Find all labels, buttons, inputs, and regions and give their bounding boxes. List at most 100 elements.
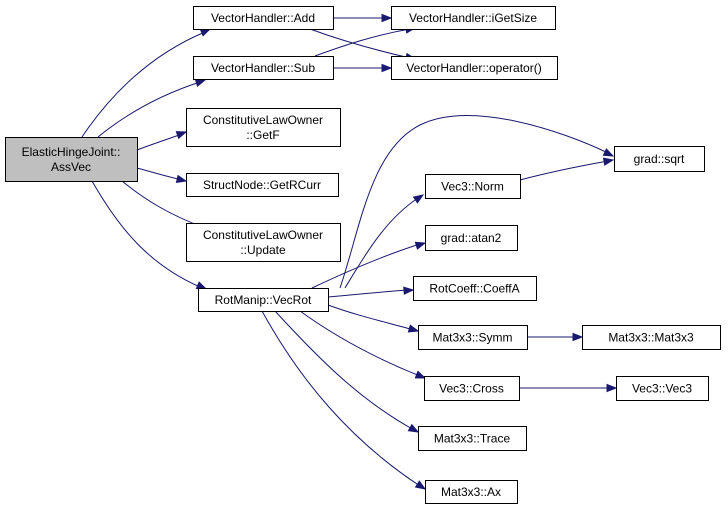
arrowhead-icon: [194, 78, 207, 87]
edge-line: [519, 160, 609, 181]
node-label: RotCoeff::CoeffA: [429, 282, 519, 296]
edge-root-to-sn-getrcurr: [136, 167, 188, 183]
edge-vh-add-to-vh-igetsize: [333, 13, 393, 23]
node-box: [425, 480, 518, 504]
arrowhead-icon: [602, 157, 615, 166]
node-label: RotManip::VecRot: [215, 293, 312, 307]
edge-vh-sub-to-vh-igetsize: [314, 25, 417, 57]
edge-rm-vecrot-to-m33-ax: [261, 310, 427, 490]
node-label: Vec3::Norm: [441, 180, 504, 194]
node-label: VectorHandler::Add: [211, 11, 315, 25]
node-label: Mat3x3::Mat3x3: [608, 331, 694, 345]
edge-root-to-clo-getf: [136, 131, 188, 151]
arrowhead-icon: [414, 480, 427, 490]
node-clo-update[interactable]: ConstitutiveLawOwner::Update: [186, 223, 341, 262]
node-vec3-norm[interactable]: Vec3::Norm: [425, 174, 521, 199]
node-box: [193, 6, 334, 30]
node-label: grad::sqrt: [634, 152, 685, 166]
node-vec3-vec3[interactable]: Vec3::Vec3: [616, 376, 709, 401]
node-box: [582, 325, 721, 350]
edge-rm-vecrot-to-grad-sqrt: [339, 115, 615, 289]
edge-line: [97, 81, 201, 138]
node-rc-coeffa[interactable]: RotCoeff::CoeffA: [413, 276, 537, 301]
node-vh-operator[interactable]: VectorHandler::operator(): [391, 56, 558, 80]
node-label: ConstitutiveLawOwner: [203, 228, 323, 242]
edge-rm-vecrot-to-m33-symm: [327, 304, 420, 333]
arrowhead-icon: [602, 148, 615, 157]
node-rm-vecrot[interactable]: RotManip::VecRot: [198, 288, 329, 312]
node-grad-atan2[interactable]: grad::atan2: [425, 225, 518, 251]
node-vec3-cross[interactable]: Vec3::Cross: [424, 376, 520, 401]
arrowhead-icon: [195, 281, 208, 290]
node-label: VectorHandler::iGetSize: [409, 11, 537, 25]
arrowhead-icon: [407, 324, 420, 333]
edge-vh-add-to-vh-operator: [309, 28, 417, 62]
node-label: ::GetF: [246, 128, 279, 142]
arrowhead-icon: [414, 241, 427, 250]
node-label: ::Update: [240, 243, 286, 257]
node-box: [616, 376, 709, 401]
node-vh-sub[interactable]: VectorHandler::Sub: [193, 56, 334, 80]
node-box: [391, 6, 556, 30]
node-label: Mat3x3::Trace: [434, 432, 511, 446]
node-m33-symm[interactable]: Mat3x3::Symm: [418, 325, 528, 350]
edge-line: [309, 28, 411, 59]
node-box: [186, 223, 341, 262]
node-box: [5, 137, 138, 182]
edge-line: [344, 197, 419, 289]
edge-vec3-cross-to-vec3-vec3: [518, 383, 618, 393]
node-box: [424, 376, 520, 401]
edge-rm-vecrot-to-rc-coeffa: [327, 286, 415, 298]
arrowhead-icon: [403, 286, 415, 295]
edge-line: [91, 180, 201, 288]
node-label: StructNode::GetRCurr: [203, 178, 321, 192]
node-box: [425, 174, 521, 199]
edge-vh-sub-to-vh-operator: [333, 63, 393, 73]
node-vh-add[interactable]: VectorHandler::Add: [193, 6, 334, 30]
node-box: [425, 225, 518, 251]
edge-line: [299, 310, 421, 377]
edge-line: [314, 28, 411, 57]
arrowhead-icon: [412, 194, 425, 204]
edge-line: [274, 310, 415, 431]
arrowhead-icon: [175, 131, 188, 140]
edge-line: [327, 304, 415, 331]
node-m33-trace[interactable]: Mat3x3::Trace: [418, 426, 527, 451]
node-box: [198, 288, 329, 312]
edge-line: [339, 115, 609, 289]
edge-rm-vecrot-to-grad-atan2: [311, 241, 427, 289]
node-label: VectorHandler::operator(): [406, 61, 541, 75]
node-label: Mat3x3::Ax: [441, 485, 501, 499]
node-box: [614, 146, 705, 172]
node-label: AssVec: [51, 160, 91, 174]
node-label: Vec3::Vec3: [632, 382, 692, 396]
edge-line: [311, 243, 421, 289]
node-clo-getf[interactable]: ConstitutiveLawOwner::GetF: [186, 108, 341, 147]
edge-line: [261, 310, 421, 487]
node-label: Vec3::Cross: [439, 382, 504, 396]
node-root[interactable]: ElasticHingeJoint::AssVec: [5, 137, 138, 182]
edge-vec3-norm-to-grad-sqrt: [519, 157, 615, 181]
node-label: Mat3x3::Symm: [432, 331, 512, 345]
arrowhead-icon: [381, 63, 393, 73]
edge-m33-symm-to-m33-mat3x3: [526, 332, 584, 342]
edge-rm-vecrot-to-m33-trace: [274, 310, 420, 433]
node-label: ConstitutiveLawOwner: [203, 113, 323, 127]
node-sn-getrcurr[interactable]: StructNode::GetRCurr: [186, 173, 339, 197]
node-label: grad::atan2: [441, 231, 502, 245]
node-box: [418, 426, 527, 451]
node-box: [193, 56, 334, 80]
node-box: [186, 108, 341, 147]
arrowhead-icon: [414, 370, 427, 379]
arrowhead-icon: [199, 28, 212, 37]
node-vh-igetsize[interactable]: VectorHandler::iGetSize: [391, 6, 556, 30]
node-m33-ax[interactable]: Mat3x3::Ax: [425, 480, 518, 504]
node-box: [391, 56, 558, 80]
node-m33-mat3x3[interactable]: Mat3x3::Mat3x3: [582, 325, 721, 350]
edge-line: [136, 167, 183, 181]
node-grad-sqrt[interactable]: grad::sqrt: [614, 146, 705, 172]
edge-rm-vecrot-to-vec3-cross: [299, 310, 427, 379]
arrowhead-icon: [572, 332, 584, 342]
node-box: [186, 173, 339, 197]
